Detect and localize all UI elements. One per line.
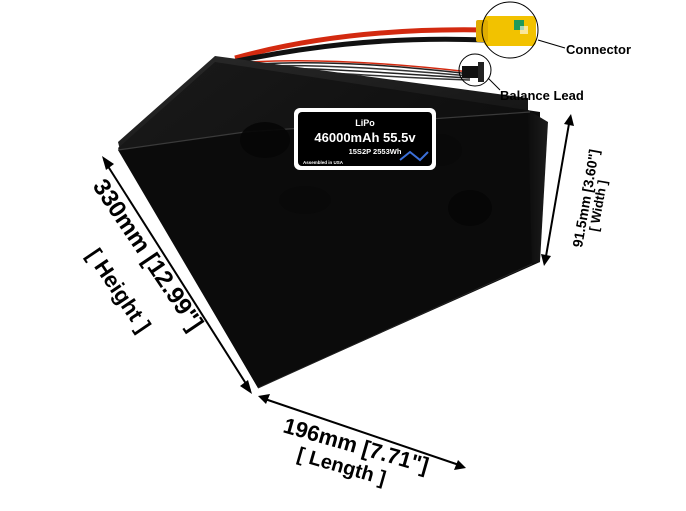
label-assembled-note: Assembled in USA	[303, 160, 344, 165]
balance-lead-plug	[462, 62, 484, 82]
battery-body	[117, 56, 548, 389]
balance-lead-label: Balance Lead	[500, 88, 584, 103]
brand-logo	[399, 150, 429, 162]
width-dimension: 91.5mm [3.60"] [ Width ]	[541, 114, 610, 266]
label-capacity-voltage: 46000mAh 55.5v	[314, 130, 416, 145]
battery-side-face	[528, 110, 548, 264]
balance-lead-callout-circle	[458, 53, 492, 87]
battery-label: LiPo 46000mAh 55.5v 15S2P 2553Wh Assembl…	[294, 108, 436, 170]
connector-label: Connector	[566, 42, 631, 57]
connector-callout-circle	[481, 1, 539, 59]
label-chemistry: LiPo	[355, 118, 375, 128]
label-config-energy: 15S2P 2553Wh	[349, 147, 402, 156]
battery-lower-face	[118, 112, 540, 388]
length-dimension: 196mm [7.71"] [ Length ]	[258, 394, 466, 490]
